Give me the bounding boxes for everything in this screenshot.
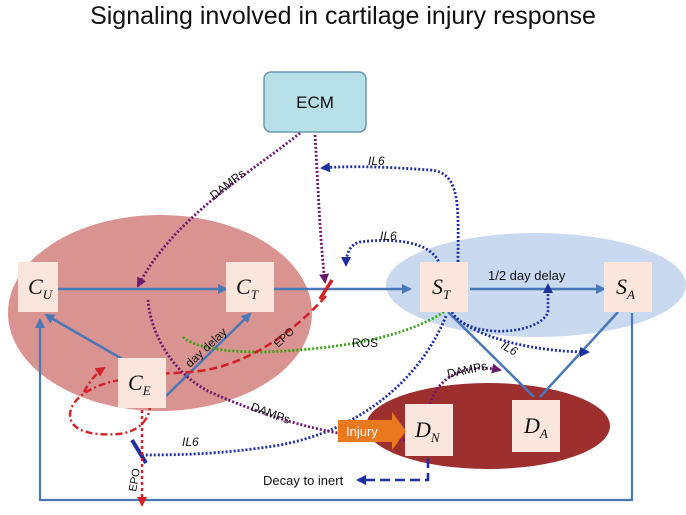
label-ros: ROS bbox=[352, 336, 378, 350]
damps-ecm-to-inhibition bbox=[313, 134, 330, 284]
cu-box bbox=[18, 262, 58, 312]
injury-arrow bbox=[338, 412, 406, 450]
cu-label: CU bbox=[28, 274, 54, 302]
ce-to-cu-red bbox=[82, 366, 106, 393]
label-il6-top: IL6 bbox=[368, 154, 385, 168]
label-il6-right: IL6 bbox=[499, 338, 521, 358]
ecm-label: ECM bbox=[296, 93, 334, 112]
label-damps-ecm: DAMPs bbox=[207, 166, 248, 202]
label-epo-lower: EPO bbox=[127, 467, 143, 492]
arrow-st-da bbox=[447, 311, 535, 398]
arrow-ce-cu bbox=[44, 313, 125, 362]
label-decay: Decay to inert bbox=[263, 473, 344, 488]
damage-ellipse bbox=[366, 383, 610, 469]
sa-box bbox=[604, 262, 652, 312]
damps-dn-loop bbox=[428, 363, 502, 405]
arrow-ce-ct bbox=[165, 312, 252, 397]
dn-box bbox=[405, 404, 453, 456]
ce-label: CE bbox=[128, 370, 151, 398]
inhibition-mark-il6-ce bbox=[130, 438, 148, 465]
ce-box bbox=[118, 358, 166, 408]
damps-dn-to-left bbox=[146, 299, 406, 442]
label-il6-mid: IL6 bbox=[380, 229, 397, 243]
st-label: ST bbox=[432, 274, 451, 302]
arrow-sa-da bbox=[539, 311, 619, 398]
label-damps-lower: DAMPs bbox=[249, 400, 292, 427]
da-box bbox=[512, 400, 560, 452]
injury-label: Injury bbox=[346, 424, 378, 439]
da-label: DA bbox=[523, 413, 548, 441]
ct-box bbox=[226, 262, 274, 312]
ce-feedback-loop bbox=[68, 378, 152, 436]
dn-label: DN bbox=[414, 417, 441, 445]
il6-st-to-ecm bbox=[320, 162, 460, 263]
il6-st-self-loop bbox=[341, 239, 442, 267]
damps-ecm-to-cu-ct bbox=[136, 131, 301, 288]
ct-label: CT bbox=[236, 274, 259, 302]
label-half-day-delay: 1/2 day delay bbox=[488, 268, 566, 283]
feedback-loop-arrow bbox=[35, 313, 634, 502]
diagram-title: Signaling involved in cartilage injury r… bbox=[90, 2, 596, 30]
il6-st-to-ce bbox=[139, 315, 448, 457]
ros-st-to-ct bbox=[180, 310, 445, 354]
sa-label: SA bbox=[616, 274, 635, 302]
decay-arrow bbox=[356, 458, 430, 485]
label-damps-dn: DAMPs bbox=[446, 359, 489, 381]
il6-st-to-right bbox=[453, 314, 590, 357]
inhibition-mark-ct-st bbox=[318, 279, 334, 300]
ecm-box bbox=[263, 71, 367, 133]
st-box bbox=[420, 262, 468, 312]
label-il6-lower: IL6 bbox=[182, 435, 199, 449]
